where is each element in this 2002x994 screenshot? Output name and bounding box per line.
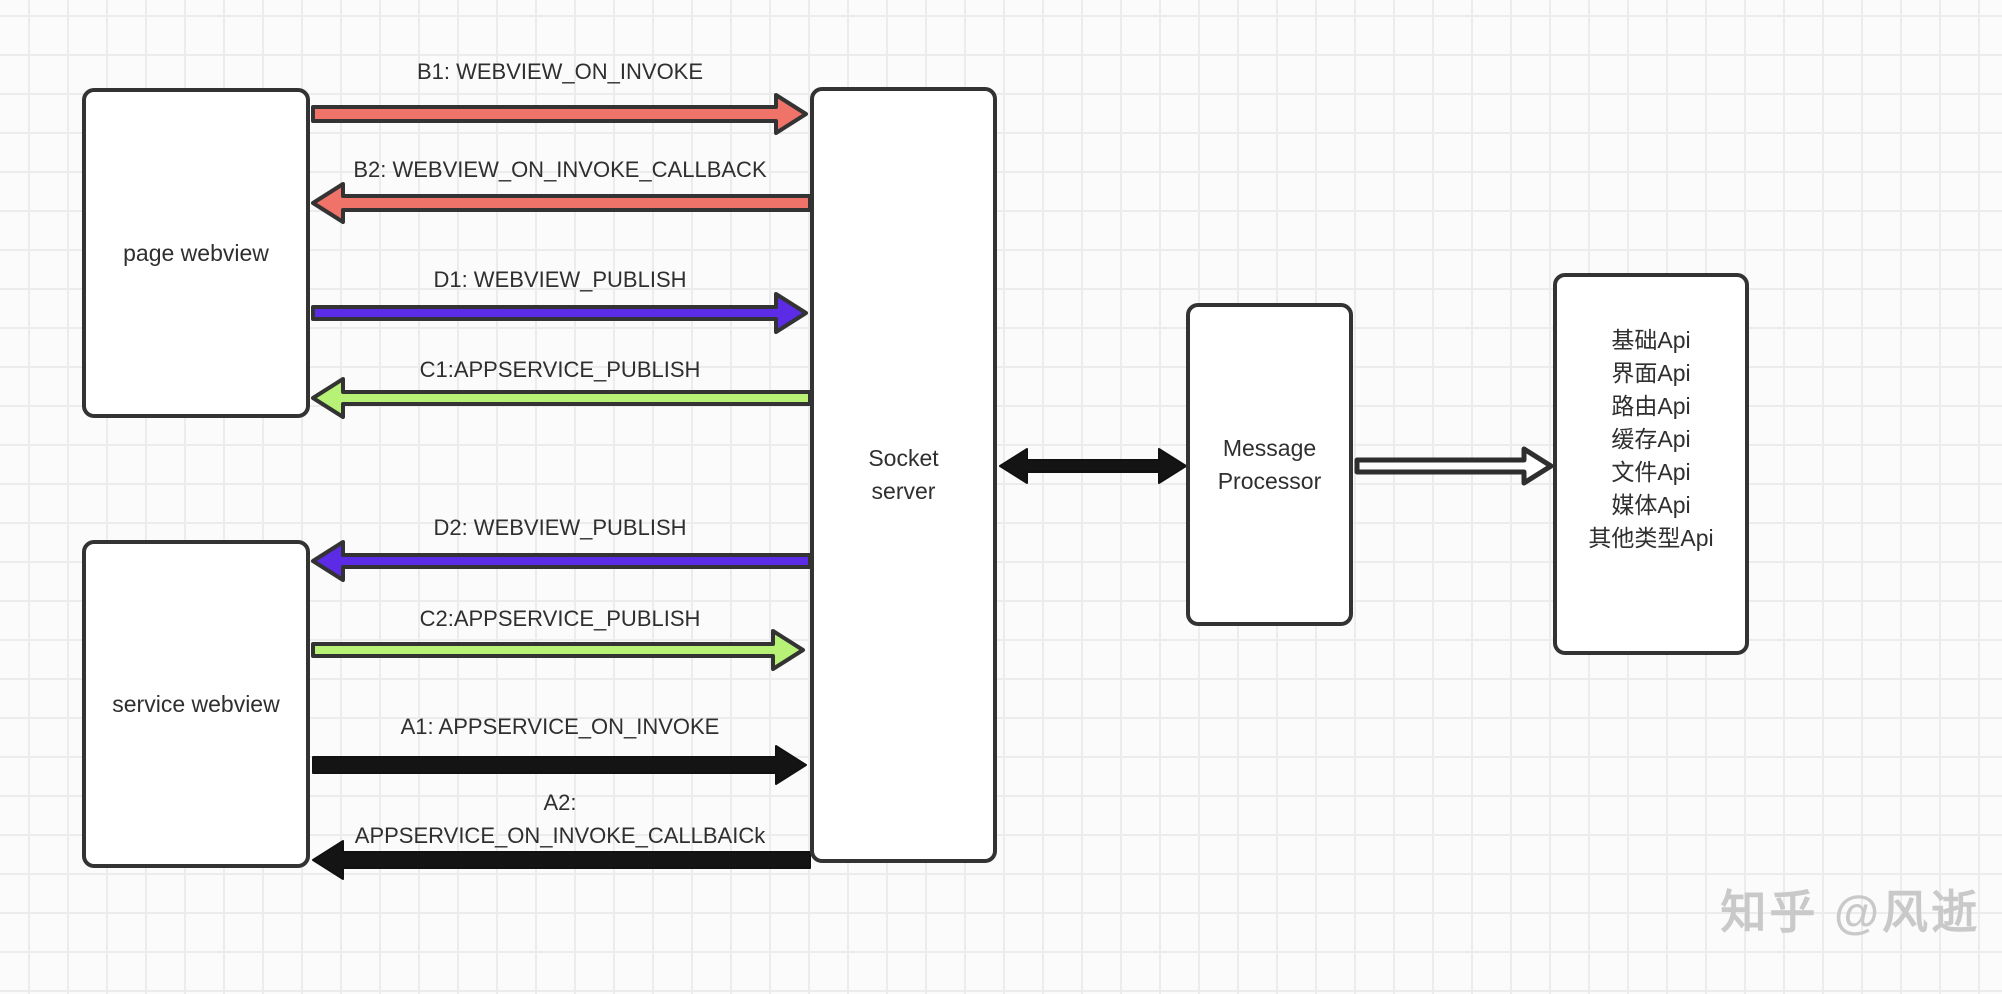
socket-server-label-line2: server <box>871 478 936 504</box>
service-webview-box: service webview <box>82 540 310 868</box>
api-item-file: 文件Api <box>1611 459 1691 485</box>
arrow-out <box>1354 446 1554 486</box>
watermark: 知乎 @风逝 <box>1720 886 1980 938</box>
arrow-label-d1: D1: WEBVIEW_PUBLISH <box>433 267 687 292</box>
arrow-label-a1: A1: APPSERVICE_ON_INVOKE <box>400 714 720 739</box>
message-processor-label-line2: Processor <box>1217 467 1322 494</box>
api-item-basic: 基础Api <box>1611 327 1691 353</box>
api-list-box: 基础Api 界面Api 路由Api 缓存Api 文件Api 媒体Api 其他类型… <box>1553 273 1749 655</box>
arrow-label-a2: A2: APPSERVICE_ON_INVOKE_CALLBAICk <box>312 786 808 852</box>
api-item-other: 其他类型Api <box>1588 525 1714 551</box>
service-webview-label: service webview <box>112 690 280 717</box>
arrow-label-a2-line1: A2: <box>543 790 577 815</box>
arrow-link <box>999 448 1187 484</box>
socket-server-box: Socket server <box>810 87 997 863</box>
page-webview-box: page webview <box>82 88 310 418</box>
arrow-b1 <box>311 93 808 135</box>
arrow-label-d2: D2: WEBVIEW_PUBLISH <box>433 515 687 540</box>
arrow-c1 <box>311 377 812 419</box>
arrow-d1 <box>311 292 808 334</box>
arrow-c2 <box>311 629 805 671</box>
arrow-a2 <box>312 840 811 880</box>
api-item-route: 路由Api <box>1611 393 1691 419</box>
arrow-d2 <box>311 540 812 582</box>
arrow-label-a2-line2: APPSERVICE_ON_INVOKE_CALLBAICk <box>354 823 766 848</box>
message-processor-label-line1: Message <box>1222 434 1317 461</box>
arrow-label-b1: B1: WEBVIEW_ON_INVOKE <box>416 59 704 84</box>
api-item-ui: 界面Api <box>1611 360 1691 386</box>
api-item-media: 媒体Api <box>1611 492 1691 518</box>
arrow-label-c2: C2:APPSERVICE_PUBLISH <box>419 606 701 631</box>
arrow-label-b2: B2: WEBVIEW_ON_INVOKE_CALLBACK <box>353 157 767 182</box>
page-webview-label: page webview <box>123 239 269 266</box>
socket-server-label-line1: Socket <box>868 445 939 471</box>
arrow-a1 <box>312 745 807 785</box>
message-processor-box: Message Processor <box>1186 303 1353 626</box>
arrow-label-c1: C1:APPSERVICE_PUBLISH <box>419 357 701 382</box>
api-item-cache: 缓存Api <box>1611 426 1691 452</box>
arrow-b2 <box>311 182 812 224</box>
